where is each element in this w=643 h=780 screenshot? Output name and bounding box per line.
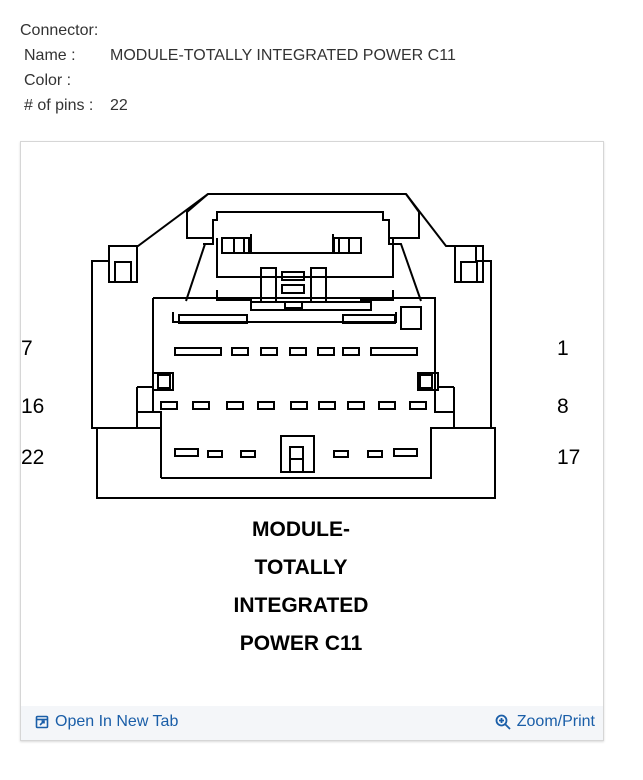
zoom-print-link[interactable]: Zoom/Print [495, 713, 595, 731]
pin-label-row3-left: 22 [21, 446, 44, 469]
diagram-footer: Open In New Tab Zoom/Print [21, 706, 603, 740]
caption-line-2: TOTALLY [255, 556, 348, 579]
cavity-row-2 [160, 401, 427, 410]
connector-outline [91, 193, 496, 499]
pin-label-row3-right: 17 [557, 446, 580, 469]
caption-line-4: POWER C11 [240, 632, 363, 655]
pin-label-row2-left: 16 [21, 395, 44, 418]
cavity-row-1 [174, 347, 418, 356]
name-label: Name : [24, 47, 76, 64]
pin-label-row1-right: 1 [557, 337, 569, 360]
caption-line-3: INTEGRATED [234, 594, 369, 617]
pin-label-row2-right: 8 [557, 395, 569, 418]
caption-line-1: MODULE- [252, 518, 350, 541]
name-value: MODULE-TOTALLY INTEGRATED POWER C11 [110, 47, 456, 64]
pin-label-row1-left: 7 [21, 337, 33, 360]
open-new-tab-label: Open In New Tab [55, 713, 179, 730]
cavity-row-3 [174, 435, 418, 473]
open-new-tab-link[interactable]: Open In New Tab [35, 713, 178, 731]
pins-value: 22 [110, 97, 128, 114]
zoom-in-icon [495, 714, 511, 730]
pins-label: # of pins : [24, 97, 94, 114]
connector-face-diagram: 7 1 16 8 22 17 MODULE- TOTALLY INTEGRATE… [21, 193, 580, 655]
zoom-print-label: Zoom/Print [516, 713, 595, 730]
connector-diagram-panel: 7 1 16 8 22 17 MODULE- TOTALLY INTEGRATE… [20, 141, 604, 741]
connector-heading: Connector: [20, 22, 99, 39]
color-label: Color : [24, 72, 72, 89]
open-new-tab-icon [35, 715, 49, 729]
